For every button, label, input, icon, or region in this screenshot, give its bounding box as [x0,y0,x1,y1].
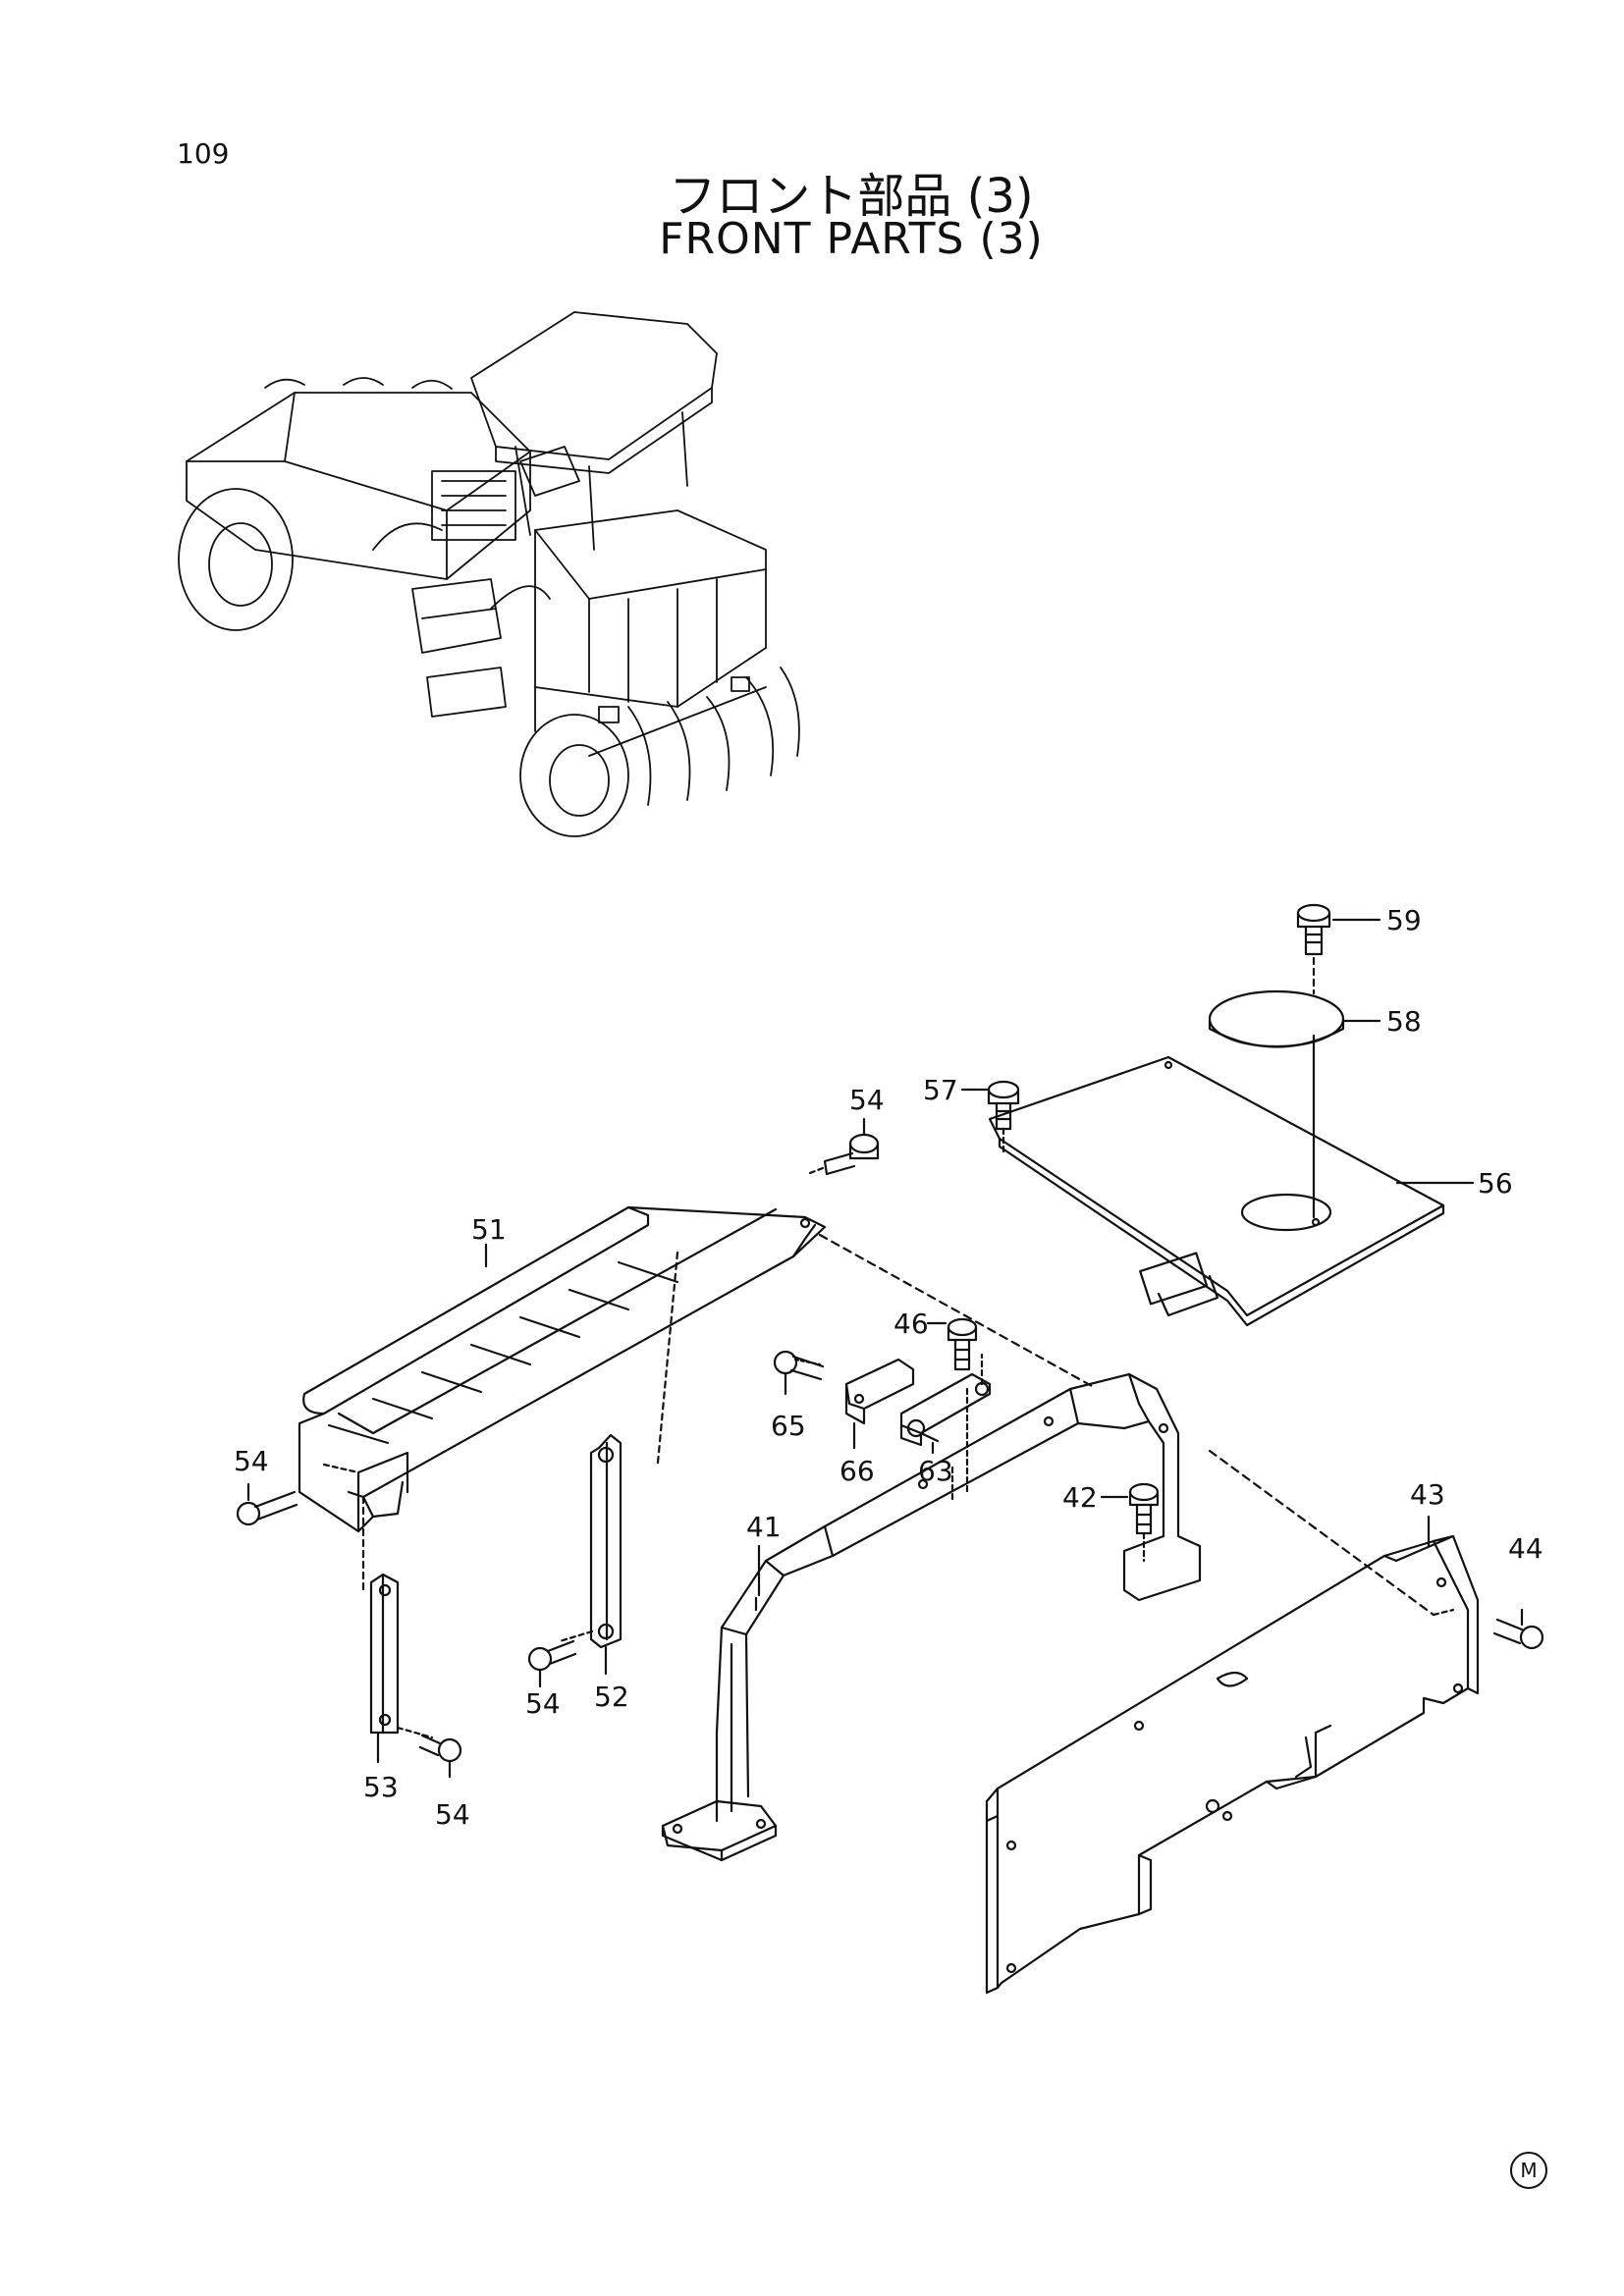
callout-42: 42 [1062,1481,1098,1514]
page-number: 109 [177,137,230,170]
callout-46: 46 [893,1308,929,1340]
side-panel-43 [985,1515,1480,1995]
callout-labels: 59 58 57 54 56 51 46 65 66 63 54 42 43 4… [234,904,1543,1831]
callout-63: 63 [918,1455,953,1487]
callout-57: 57 [923,1074,958,1106]
hinge-63 [899,1353,992,1494]
cover-disc-58 [1208,956,1381,1048]
page-title-japanese: フロント部品 (3) [669,169,1034,224]
callout-44: 44 [1508,1532,1543,1565]
bolt-54-lower-left [418,1734,462,1779]
callout-56: 56 [1478,1167,1513,1200]
arch-frame-41 [661,1372,1202,1862]
callout-58: 58 [1386,1005,1422,1038]
callout-51: 51 [471,1213,507,1246]
bolt-54-lower-middle [527,1639,577,1688]
m-mark-symbol: M [1510,2152,1547,2189]
page-title-english: FRONT PARTS (3) [659,214,1044,264]
callout-43: 43 [1410,1478,1445,1511]
assembly-line-right [1208,1449,1435,1617]
callout-53: 53 [363,1771,399,1803]
callout-54-middle: 54 [525,1687,561,1720]
callout-59: 59 [1386,904,1422,936]
callout-54-upper: 54 [849,1084,885,1116]
bolt-54-upper [808,1117,880,1176]
bolt-42 [1100,1482,1160,1563]
callout-66: 66 [839,1455,875,1487]
ladder-step-51 [298,1205,827,1592]
machine-overview-illustration [178,311,800,837]
callout-65: 65 [771,1410,806,1442]
bolt-46 [926,1317,978,1371]
callout-52: 52 [594,1681,629,1713]
link-bar-53 [369,1573,434,1764]
bolt-44 [1492,1608,1544,1650]
plate-66 [844,1358,915,1450]
bolt-54-left [236,1482,298,1526]
bolt-59 [1296,903,1381,956]
assembly-line-upper [818,1233,1094,1388]
callout-54-lower: 54 [435,1798,470,1831]
callout-54-left: 54 [234,1445,269,1477]
callout-41: 41 [746,1511,782,1543]
link-bar-52 [558,1433,623,1676]
bolt-57 [960,1080,1020,1155]
floor-plate-56 [988,1034,1475,1327]
bolt-65 [773,1350,825,1396]
